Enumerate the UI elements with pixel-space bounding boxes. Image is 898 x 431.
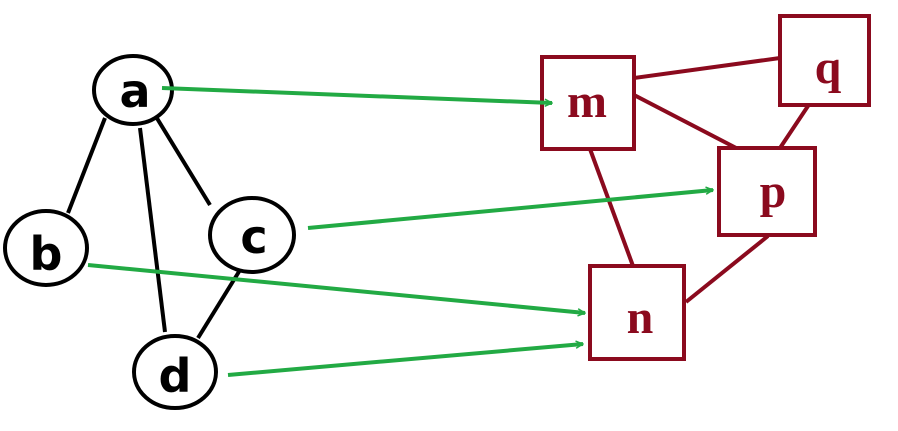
left-graph-edges [66, 113, 242, 340]
arrow-d-to-n [227, 344, 583, 377]
right-graph-edges [588, 56, 810, 304]
edge-m-p [633, 93, 741, 152]
node-p-label: p [760, 165, 787, 218]
edge-m-q [633, 56, 781, 80]
node-a-label: a [119, 64, 150, 118]
node-a: a [92, 54, 174, 126]
node-m-label: m [567, 75, 607, 128]
node-d: d [132, 334, 218, 410]
node-c-label: c [240, 210, 267, 264]
node-n-label: n [627, 291, 654, 344]
mapping-arrows [87, 86, 713, 377]
node-d-label: d [159, 349, 192, 403]
node-b: b [3, 209, 89, 287]
edge-a-d [138, 127, 167, 333]
node-m: m [540, 55, 636, 151]
node-c: c [208, 196, 296, 274]
arrow-b-to-n [87, 263, 585, 313]
node-q-label: q [815, 41, 842, 94]
arrow-a-to-m [161, 86, 552, 103]
node-q: q [778, 14, 871, 107]
arrow-c-to-p [307, 190, 713, 230]
node-b-label: b [30, 227, 63, 281]
edge-a-c [153, 113, 212, 207]
node-p: p [717, 146, 817, 237]
edge-a-b [66, 117, 107, 214]
edge-q-p [778, 104, 810, 150]
edge-m-n [588, 148, 635, 267]
edge-n-p [684, 234, 770, 304]
node-n: n [588, 264, 686, 361]
edge-c-d [196, 268, 242, 340]
